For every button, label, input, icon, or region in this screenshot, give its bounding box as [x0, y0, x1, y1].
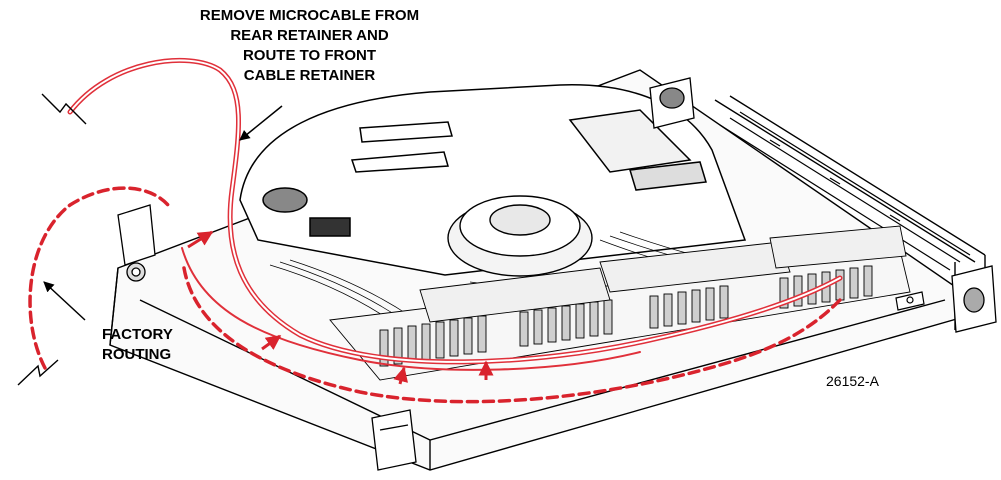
- callout-line: ROUTING: [102, 346, 172, 363]
- figure-id: 26152-A: [826, 373, 879, 389]
- callout-line: REMOVE MICROCABLE FROM: [199, 7, 420, 24]
- slide-rail-right: [719, 111, 971, 271]
- cable-break-symbol-upper: [41, 93, 87, 125]
- cable-retainer-front: [371, 409, 417, 471]
- splice-tray: [239, 84, 747, 276]
- callout-factory-routing: FACTORY ROUTING: [102, 325, 173, 365]
- factory-routing-path: [28, 186, 842, 404]
- mounting-tab: [895, 291, 925, 311]
- callout-line: REAR RETAINER AND: [230, 27, 389, 44]
- callout-leader-arrow-microcable: [239, 105, 283, 141]
- central-spool: [447, 195, 593, 277]
- callout-line: ROUTE TO FRONT: [242, 47, 377, 64]
- cable-retainer-left: [117, 204, 156, 282]
- callout-line: CABLE RETAINER: [243, 67, 376, 84]
- cable-retainer-right: [951, 265, 997, 333]
- microcable-route: [67, 57, 843, 371]
- cable-retainer-rear: [649, 77, 695, 129]
- callout-remove-microcable: REMOVE MICROCABLE FROM REAR RETAINER AND…: [172, 6, 447, 86]
- cable-break-symbol-lower: [17, 359, 59, 386]
- callout-line: FACTORY: [102, 326, 173, 343]
- callout-leader-arrow-factory: [43, 281, 86, 321]
- splice-holder-row: [329, 225, 911, 381]
- routing-direction-arrows: [187, 230, 494, 385]
